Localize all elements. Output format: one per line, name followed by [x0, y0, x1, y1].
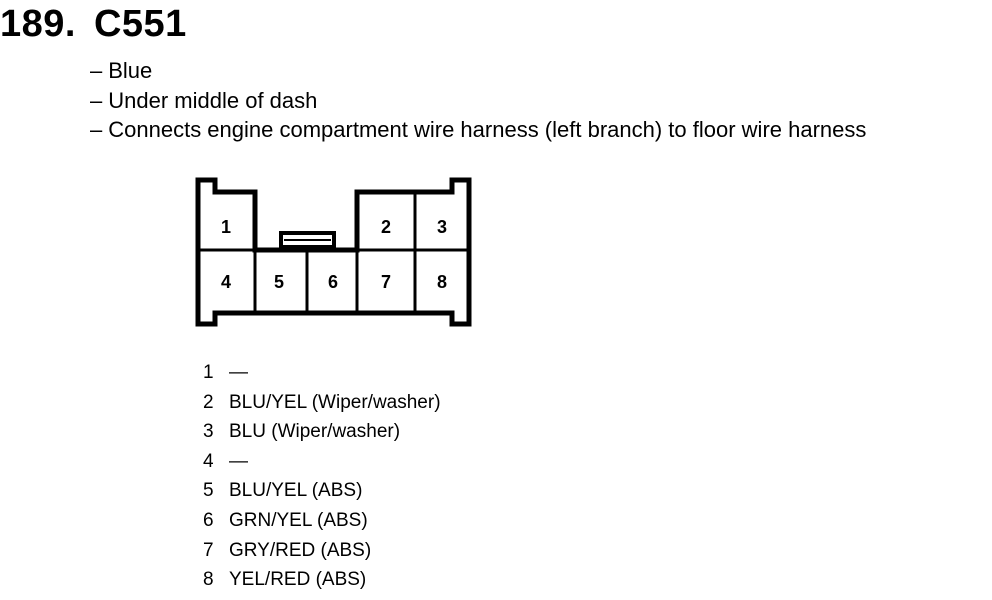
cavity-label-6: 6	[328, 272, 338, 292]
connector-outline	[195, 177, 472, 327]
pin-number: 2	[203, 391, 214, 413]
connector-id: C551	[93, 3, 187, 45]
pin-description: BLU/YEL (Wiper/washer)	[229, 391, 441, 413]
cavity-label-4: 4	[221, 272, 231, 292]
description-item: –Connects engine compartment wire harnes…	[90, 115, 866, 145]
pin-number: 7	[203, 539, 214, 561]
connector-heading: 189. C551	[0, 2, 187, 46]
cavity-label-1: 1	[221, 217, 231, 237]
description-item: –Blue	[90, 56, 866, 86]
locking-tab	[279, 231, 336, 249]
pinout-row: 2 BLU/YEL (Wiper/washer)	[203, 388, 441, 418]
pin-description: BLU (Wiper/washer)	[229, 421, 401, 443]
dash-mark: –	[90, 58, 103, 83]
description-color: Blue	[108, 58, 153, 83]
connector-face-diagram: 1 2 3 4 5 6 7 8	[195, 177, 472, 327]
description-location: Under middle of dash	[108, 87, 318, 113]
description-connects: Connects engine compartment wire harness…	[108, 117, 867, 142]
pin-number: 6	[203, 509, 214, 531]
pin-description: BLU/YEL (ABS)	[229, 480, 363, 502]
pin-number: 4	[203, 450, 214, 472]
dash-mark: –	[90, 117, 103, 142]
pin-description: GRN/YEL (ABS)	[229, 509, 368, 531]
cavity-label-5: 5	[274, 272, 284, 292]
pin-number: 8	[203, 569, 214, 591]
pin-number: 1	[203, 362, 214, 383]
pinout-row: 5 BLU/YEL (ABS)	[203, 476, 441, 506]
pinout-row: 7 GRY/RED (ABS)	[203, 536, 441, 566]
pin-number: 5	[203, 480, 214, 502]
connector-number: 189.	[0, 3, 76, 45]
description-item: –Under middle of dash	[90, 86, 866, 116]
pin-description: YEL/RED (ABS)	[229, 569, 367, 591]
cavity-label-2: 2	[381, 217, 391, 237]
pinout-row: 8 YEL/RED (ABS)	[203, 565, 441, 595]
connector-description-list: –Blue –Under middle of dash –Connects en…	[90, 56, 866, 145]
pinout-row: 3 BLU (Wiper/washer)	[203, 417, 441, 447]
dash-mark: –	[90, 87, 103, 113]
pin-description: —	[229, 450, 248, 472]
cavity-label-7: 7	[381, 272, 391, 292]
pinout-row: 1—	[203, 358, 441, 388]
cavity-label-3: 3	[437, 217, 447, 237]
cavity-label-8: 8	[437, 272, 447, 292]
pin-description: —	[229, 362, 248, 383]
pinout-row: 6 GRN/YEL (ABS)	[203, 506, 441, 536]
pinout-row: 4—	[203, 447, 441, 477]
pin-number: 3	[203, 421, 214, 443]
pin-description: GRY/RED (ABS)	[229, 539, 372, 561]
